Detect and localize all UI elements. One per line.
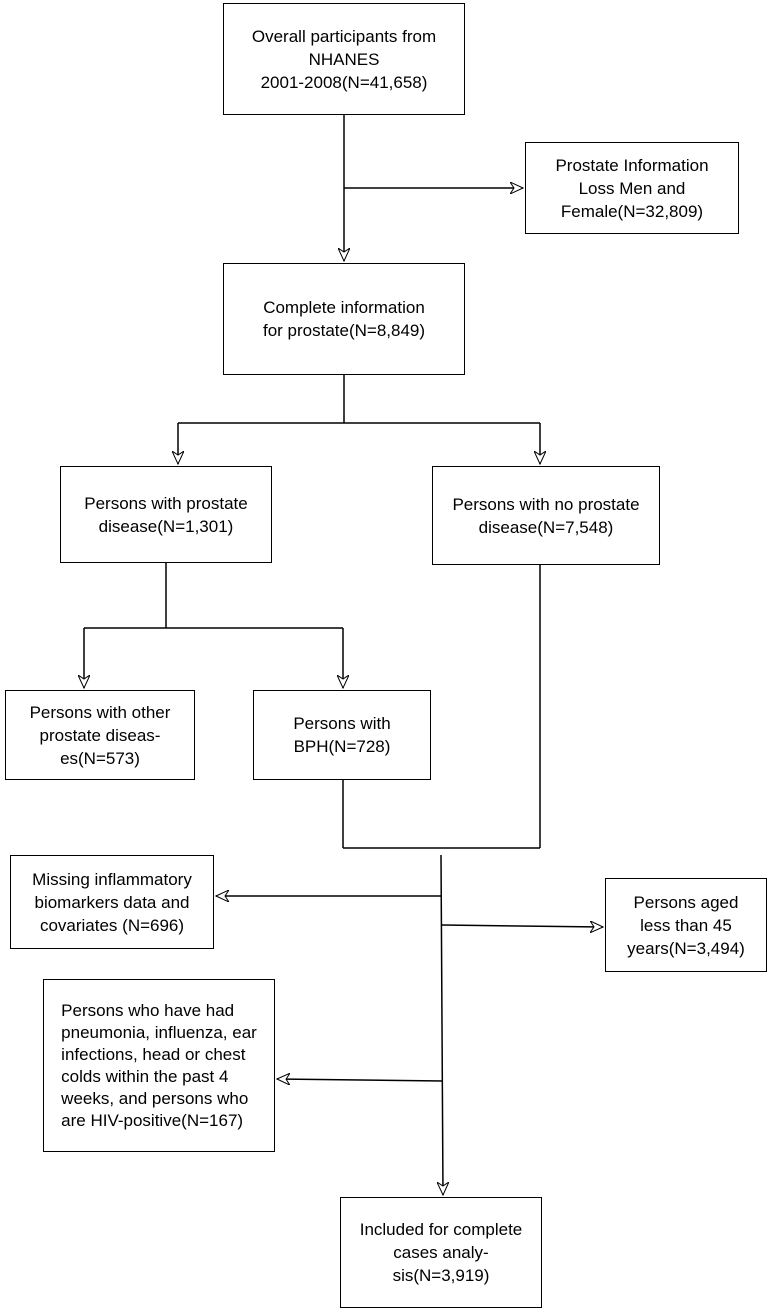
aged-under-45-box: Persons aged less than 45 years(N=3,494) [605,878,767,972]
bph-text: Persons with BPH(N=728) [293,714,391,756]
other-prostate-diseases-box: Persons with other prostate diseas- es(N… [5,690,195,780]
prostate-disease-box: Persons with prostate disease(N=1,301) [60,466,272,563]
complete-info-box: Complete information for prostate(N=8,84… [223,263,465,375]
complete-info-text: Complete information for prostate(N=8,84… [262,298,426,340]
prostate-disease-text: Persons with prostate disease(N=1,301) [84,493,248,536]
infections-hiv-text: Persons who have had pneumonia, influenz… [61,1000,257,1130]
no-prostate-disease-text: Persons with no prostate disease(N=7,548… [452,494,640,537]
prostate-info-loss-box: Prostate Information Loss Men and Female… [525,142,739,234]
included-cases-text: Included for complete cases analy- sis(N… [359,1220,523,1285]
arrow-to-hiv [277,1079,444,1081]
bph-box: Persons with BPH(N=728) [253,690,431,780]
no-prostate-disease-box: Persons with no prostate disease(N=7,548… [432,466,660,565]
overall-participants-text: Overall participants from NHANES 2001-20… [251,26,437,92]
other-prostate-diseases-text: Persons with other prostate diseas- es(N… [29,702,171,768]
missing-data-text: Missing inflammatory biomarkers data and… [32,869,192,935]
missing-data-box: Missing inflammatory biomarkers data and… [10,855,214,949]
arrow-to-aged [441,925,603,927]
prostate-info-loss-text: Prostate Information Loss Men and Female… [555,155,709,221]
arrow-to-included [441,854,443,1195]
aged-under-45-text: Persons aged less than 45 years(N=3,494) [627,892,745,958]
infections-hiv-box: Persons who have had pneumonia, influenz… [43,979,275,1152]
overall-participants-box: Overall participants from NHANES 2001-20… [223,3,465,115]
included-cases-box: Included for complete cases analy- sis(N… [340,1197,542,1308]
